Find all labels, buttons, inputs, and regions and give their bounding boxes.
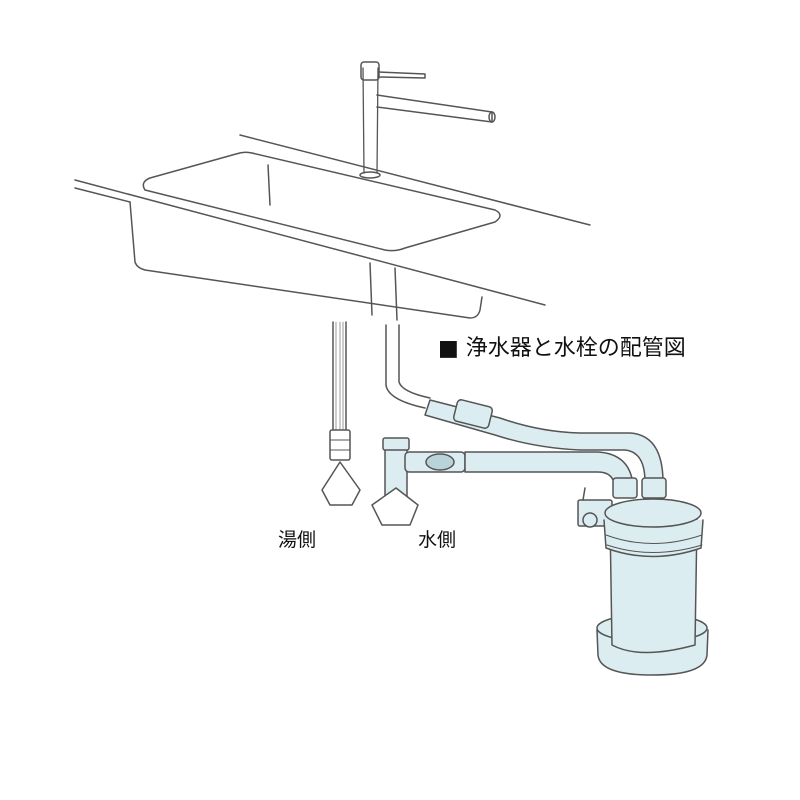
cold-side-label: 水側 bbox=[418, 529, 457, 551]
cold-valve bbox=[371, 437, 466, 526]
hot-side-label: 湯側 bbox=[278, 529, 317, 551]
sink bbox=[129, 151, 501, 321]
countertop bbox=[74, 134, 591, 306]
faucet bbox=[359, 61, 496, 179]
cold-hose bbox=[385, 324, 431, 409]
water-filter bbox=[596, 477, 709, 676]
diagram-title: ■ 浄水器と水栓の配管図 bbox=[438, 336, 686, 361]
hot-hose bbox=[321, 321, 361, 506]
pipe-upper bbox=[424, 399, 664, 496]
pipe-lower bbox=[464, 451, 634, 496]
